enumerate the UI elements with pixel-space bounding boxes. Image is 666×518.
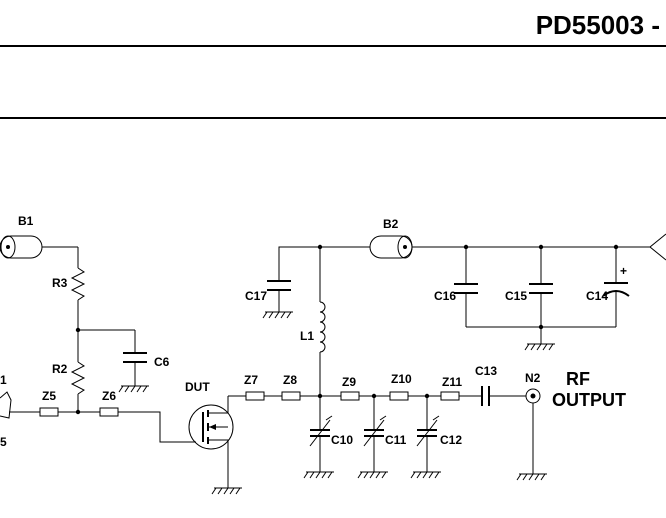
capacitor-c17 bbox=[262, 246, 320, 319]
label-z11: Z11 bbox=[442, 375, 462, 389]
inductor-l1 bbox=[319, 247, 326, 396]
label-r2: R2 bbox=[52, 362, 68, 376]
connector-n2 bbox=[516, 388, 548, 481]
capacitor-c16 bbox=[454, 247, 478, 327]
label-c10: C10 bbox=[331, 433, 353, 447]
document-title: PD55003 - bbox=[535, 10, 660, 40]
label-c15: C15 bbox=[505, 289, 527, 303]
trimmer-c11 bbox=[357, 396, 389, 479]
label-z6: Z6 bbox=[102, 389, 116, 403]
coax-b1 bbox=[0, 235, 78, 259]
label-c14: C14 bbox=[586, 289, 608, 303]
input-fragment bbox=[0, 391, 40, 419]
output-line bbox=[228, 386, 526, 406]
label-output: OUTPUT bbox=[552, 390, 626, 410]
line-z5 bbox=[39, 407, 100, 417]
header-rule-bottom bbox=[0, 117, 666, 119]
label-rf: RF bbox=[566, 369, 590, 389]
label-c16: C16 bbox=[434, 289, 456, 303]
capacitor-c14 bbox=[602, 247, 630, 327]
label-b2: B2 bbox=[383, 217, 399, 231]
label-left-bottom: 5 bbox=[0, 435, 7, 449]
label-c17: C17 bbox=[245, 289, 267, 303]
transistor-dut bbox=[188, 396, 243, 495]
trimmer-c12 bbox=[410, 396, 442, 479]
label-left-top: 1 bbox=[0, 373, 7, 387]
label-z5: Z5 bbox=[42, 389, 56, 403]
label-dut: DUT bbox=[185, 380, 210, 394]
capacitor-c6 bbox=[78, 329, 150, 393]
resistor-r3 bbox=[70, 247, 86, 330]
label-c13: C13 bbox=[475, 364, 497, 378]
label-z7: Z7 bbox=[244, 373, 258, 387]
coax-b2 bbox=[320, 233, 666, 261]
line-z6 bbox=[99, 407, 196, 443]
trimmer-c10 bbox=[303, 396, 335, 479]
capacitor-c15 bbox=[524, 247, 556, 351]
label-z8: Z8 bbox=[283, 373, 297, 387]
label-r3: R3 bbox=[52, 276, 68, 290]
resistor-r2 bbox=[70, 330, 86, 412]
label-c11: C11 bbox=[385, 433, 407, 447]
header-rule-top bbox=[0, 45, 666, 47]
label-b1: B1 bbox=[18, 214, 34, 228]
label-c12: C12 bbox=[440, 433, 462, 447]
label-l1: L1 bbox=[300, 329, 314, 343]
label-n2: N2 bbox=[525, 371, 541, 385]
label-z9: Z9 bbox=[342, 375, 356, 389]
label-c6: C6 bbox=[154, 355, 170, 369]
label-z10: Z10 bbox=[391, 372, 412, 386]
label-c14-plus: + bbox=[620, 264, 627, 278]
